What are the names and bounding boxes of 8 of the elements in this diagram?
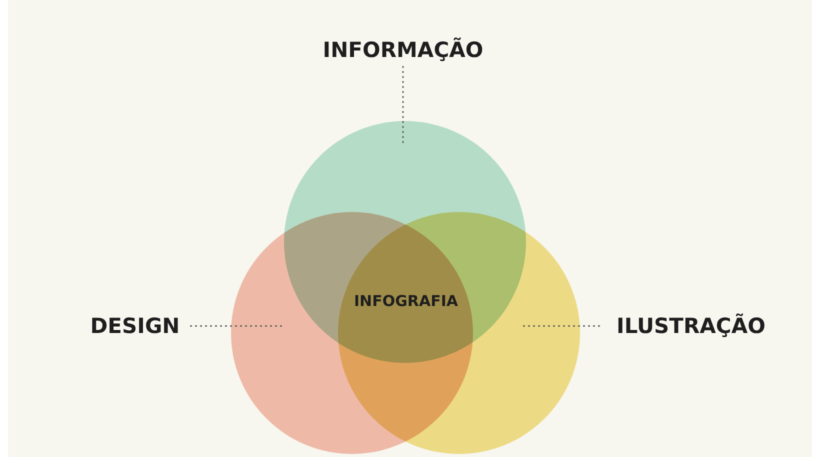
category-label: DESIGN <box>90 314 180 338</box>
intersection-label: INFOGRAFIA <box>354 292 458 310</box>
leader-line <box>402 66 404 146</box>
leader-line <box>190 325 285 327</box>
category-label: ILUSTRAÇÃO <box>616 314 766 338</box>
venn-circle <box>338 212 580 454</box>
leader-line <box>522 325 600 327</box>
category-label: INFORMAÇÃO <box>322 38 484 62</box>
